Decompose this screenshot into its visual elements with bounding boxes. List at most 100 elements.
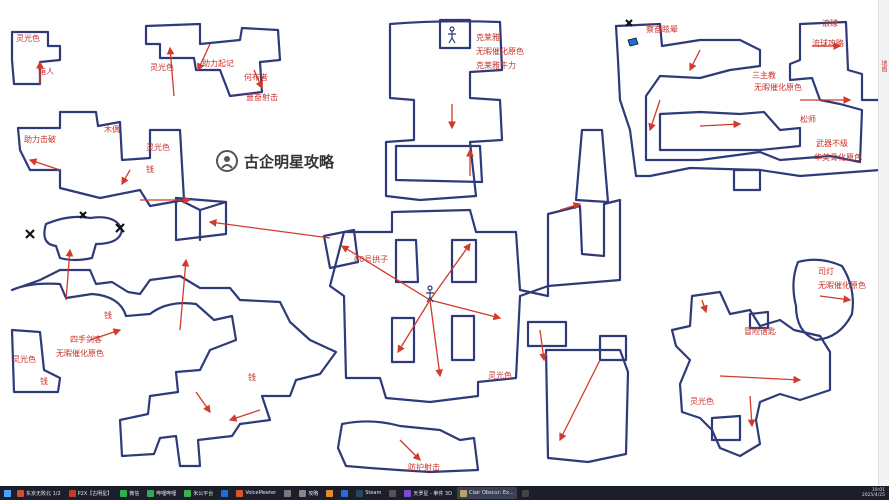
map-label: 00号拱子 bbox=[354, 255, 389, 264]
room-outline bbox=[43, 215, 124, 262]
map-label: 灵光色 bbox=[488, 371, 512, 380]
room-outline bbox=[792, 258, 854, 342]
app-icon bbox=[184, 489, 192, 497]
app-icon bbox=[356, 489, 364, 497]
watermark-text: 古企明星攻略 bbox=[244, 152, 335, 171]
sidebar-label: 地图 bbox=[880, 60, 887, 72]
taskbar-app-button[interactable]: Steam bbox=[353, 487, 384, 499]
map-label: 灵光色 bbox=[12, 355, 36, 364]
taskbar-app-button[interactable]: 攻略 bbox=[296, 487, 321, 499]
app-icon bbox=[147, 489, 155, 497]
map-label: 冒险谱匙 bbox=[744, 327, 776, 336]
app-icon bbox=[404, 489, 412, 497]
taskbar-app-button[interactable]: VoiceMeeter bbox=[233, 487, 279, 499]
app-icon bbox=[221, 489, 229, 497]
room-outline bbox=[144, 22, 282, 98]
taskbar-app-button[interactable] bbox=[218, 487, 231, 499]
clock-date: 2025/4/25 bbox=[861, 493, 885, 498]
map-label: 克莱雅牛力 bbox=[476, 61, 516, 70]
room-outline bbox=[328, 198, 622, 404]
room-outline bbox=[174, 196, 228, 242]
taskbar-app-button[interactable] bbox=[386, 487, 399, 499]
watermark: 古企明星攻略 bbox=[214, 148, 334, 174]
map-label: 无暇催化原色 bbox=[754, 83, 802, 92]
taskbar-app-button[interactable]: 哔哩哔哩 bbox=[144, 487, 179, 499]
taskbar-app-button[interactable]: 米公平台 bbox=[181, 487, 216, 499]
map-label: 助力击破 bbox=[24, 135, 56, 144]
app-icon bbox=[236, 489, 244, 497]
map-label: 三主教 bbox=[752, 71, 776, 80]
room-outline bbox=[384, 20, 504, 202]
map-label: 华美骨化原色 bbox=[814, 153, 862, 162]
taskbar-app-button[interactable] bbox=[519, 487, 532, 499]
figure-icon bbox=[449, 26, 455, 32]
room-outline bbox=[574, 128, 610, 204]
map-label: 噩奋射击 bbox=[246, 93, 278, 102]
map-label: 流球攻略 bbox=[812, 39, 844, 48]
map-label: 钱 bbox=[248, 373, 256, 382]
app-icon bbox=[17, 489, 24, 497]
taskbar-app-label: 天罗星 - 拳件 3D bbox=[413, 490, 452, 497]
right-scroll-panel[interactable]: 地图 bbox=[878, 0, 889, 486]
taskbar-app-button[interactable]: 天罗星 - 拳件 3D bbox=[401, 487, 455, 499]
watermark-logo-icon bbox=[216, 150, 238, 172]
x-marker-icon bbox=[25, 229, 35, 239]
app-icon bbox=[459, 489, 467, 497]
room-outline bbox=[438, 18, 472, 50]
player-icon bbox=[427, 285, 433, 291]
taskbar-app-label: P2X【古明星】 bbox=[77, 490, 113, 497]
windows-logo-icon bbox=[3, 489, 11, 497]
map-label: 灵光色 bbox=[16, 34, 40, 43]
app-icon bbox=[68, 489, 76, 497]
room-outline bbox=[390, 238, 478, 364]
room-outline bbox=[336, 420, 480, 474]
map-label: 四手剑客 bbox=[70, 335, 102, 344]
app-icon bbox=[389, 489, 397, 497]
map-label: 无暇催化原色 bbox=[476, 47, 524, 56]
taskbar-app-label: 哔哩哔哩 bbox=[156, 490, 177, 497]
room-outline bbox=[10, 328, 62, 394]
app-icon bbox=[326, 489, 334, 497]
map-label: 助力起记 bbox=[202, 59, 234, 68]
taskbar-app-button[interactable]: 微信 bbox=[117, 487, 142, 499]
map-label: 灵光色 bbox=[146, 143, 170, 152]
taskbar-app-button[interactable] bbox=[281, 487, 294, 499]
map-label: 司灯 bbox=[818, 267, 834, 276]
room-outline bbox=[748, 310, 770, 330]
taskbar-app-button[interactable]: 东京无败北 1/2 bbox=[14, 487, 64, 499]
room-outline bbox=[732, 168, 762, 192]
map-label: 武器不级 bbox=[816, 139, 848, 148]
room-outline bbox=[598, 334, 628, 362]
room-outline bbox=[322, 228, 360, 270]
chest-icon bbox=[627, 37, 639, 47]
app-icon bbox=[120, 489, 128, 497]
room-outline bbox=[16, 110, 186, 208]
room-outline bbox=[10, 268, 338, 468]
map-label: 灵光色 bbox=[690, 397, 714, 406]
taskbar-app-button[interactable]: Clair Obscur: Ex... bbox=[456, 487, 517, 499]
start-button[interactable] bbox=[0, 486, 14, 500]
map-label: 钱 bbox=[104, 311, 112, 320]
map-label: 无暇催化原色 bbox=[818, 281, 866, 290]
map-label: 滚球 bbox=[822, 19, 838, 28]
taskbar-app-button[interactable] bbox=[323, 487, 336, 499]
map-label: 察奋眩晕 bbox=[646, 25, 678, 34]
taskbar-app-button[interactable]: P2X【古明星】 bbox=[66, 487, 116, 499]
map-label: 灵光色 bbox=[150, 63, 174, 72]
room-outline bbox=[710, 414, 742, 442]
map-label: 箱人 bbox=[38, 67, 54, 76]
taskbar-app-label: 东京无败北 1/2 bbox=[26, 490, 61, 497]
map-label: 钱 bbox=[146, 165, 154, 174]
map-label: 钱 bbox=[40, 377, 48, 386]
map-label: 克莱雅 bbox=[476, 33, 500, 42]
taskbar-app-button[interactable] bbox=[338, 487, 351, 499]
app-icon bbox=[284, 489, 292, 497]
x-marker-icon bbox=[115, 223, 125, 233]
x-marker-icon bbox=[79, 211, 87, 219]
map-canvas: 古企明星攻略 灵光色 箱人 灵光色 助力起记 何布者 噩奋射击 木偶 助力击破 … bbox=[10, 18, 882, 474]
system-clock[interactable]: 19:01 2025/4/25 bbox=[862, 488, 889, 498]
clock-time: 19:01 bbox=[872, 488, 885, 493]
app-icon bbox=[341, 489, 349, 497]
map-label: 何布者 bbox=[244, 73, 268, 82]
room-outline bbox=[658, 110, 802, 152]
